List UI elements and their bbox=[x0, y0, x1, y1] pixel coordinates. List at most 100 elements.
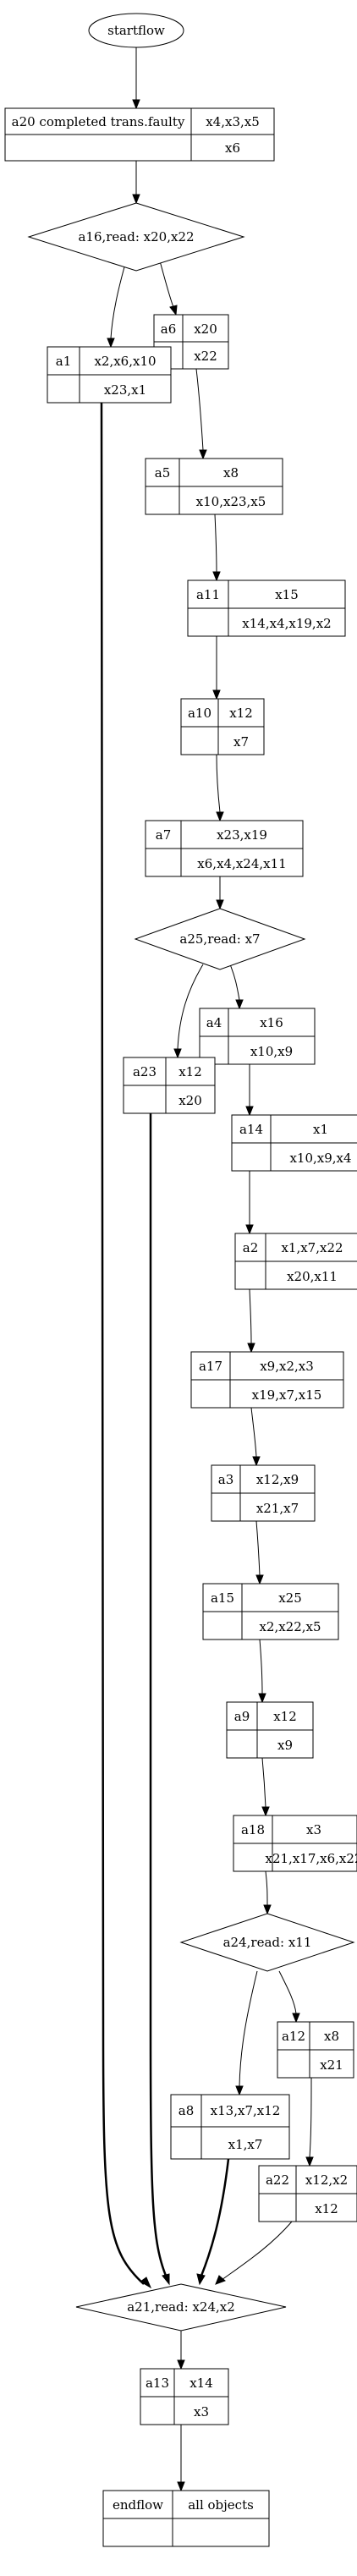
edge-a22-d21 bbox=[221, 2221, 293, 2281]
node-id: a12 bbox=[282, 2029, 305, 2044]
node-a4: a4 x16 x10,x9 bbox=[199, 1008, 316, 1065]
node-top-vars: x12,x9 bbox=[256, 1472, 299, 1487]
start-label: startflow bbox=[107, 23, 165, 38]
arrowhead bbox=[177, 2481, 185, 2492]
arrowhead bbox=[255, 1574, 264, 1585]
edge-a23-d21 bbox=[149, 1113, 168, 2277]
node-id: a4 bbox=[206, 1015, 222, 1030]
node-bottom-vars: x1,x7 bbox=[228, 2137, 263, 2152]
node-bottom-vars: x20 bbox=[178, 1093, 202, 1108]
node-top-vars: x2,x6,x10 bbox=[94, 354, 156, 369]
node-top-vars: x1 bbox=[313, 1122, 328, 1137]
arrowhead bbox=[252, 1456, 261, 1467]
edge-a5-a11 bbox=[214, 514, 217, 573]
node-bottom-vars: x6 bbox=[225, 140, 240, 156]
node-top-vars: x12 bbox=[273, 1709, 297, 1724]
decision-a24: a24,read: x11 bbox=[179, 1913, 355, 1972]
node-top-vars: all objects bbox=[188, 2497, 254, 2513]
edge-d16-a1 bbox=[110, 257, 128, 339]
node-a14: a14 x1 x10,x9,x4 bbox=[231, 1114, 357, 1172]
decision-label: a16,read: x20,x22 bbox=[78, 229, 194, 244]
node-id: a1 bbox=[56, 354, 72, 369]
node-bottom-vars: x19,x7,x15 bbox=[252, 1387, 322, 1403]
node-a11: a11 x15 x14,x4,x19,x2 bbox=[187, 579, 346, 637]
node-a18: a18 x3 x21,x17,x6,x22 bbox=[233, 1815, 357, 1872]
node-a20: a20 completed trans.faulty x4,x3,x5 x6 bbox=[4, 107, 275, 162]
edge-d25-a23 bbox=[177, 964, 204, 1050]
node-bottom-vars: x22 bbox=[194, 349, 217, 364]
edge-a8-d21 bbox=[200, 2158, 230, 2277]
node-id: a2 bbox=[243, 1240, 259, 1255]
edge-a3-a15 bbox=[255, 1520, 261, 1576]
node-top-vars: x20 bbox=[194, 321, 217, 337]
arrowhead bbox=[162, 2273, 170, 2286]
node-top-vars: x14 bbox=[189, 2376, 213, 2391]
node-a5: a5 x8 x10,x23,x5 bbox=[145, 458, 283, 515]
node-a2: a2 x1,x7,x22 x20,x11 bbox=[234, 1233, 357, 1290]
arrowhead bbox=[132, 99, 140, 110]
node-bottom-vars: x23,x1 bbox=[104, 382, 146, 398]
node-id: a3 bbox=[218, 1472, 234, 1487]
decision-a16: a16,read: x20,x22 bbox=[27, 202, 245, 272]
decision-a21: a21,read: x24,x2 bbox=[75, 2283, 287, 2332]
edge-a1-d21 bbox=[100, 402, 145, 2285]
node-a13: a13 x14 x3 bbox=[140, 2368, 229, 2425]
arrowhead bbox=[235, 2085, 244, 2096]
node-id: a7 bbox=[156, 827, 172, 843]
arrowhead bbox=[247, 1343, 255, 1354]
node-top-vars: x23,x19 bbox=[217, 827, 267, 843]
arrowhead bbox=[212, 689, 221, 700]
node-top-vars: x12,x2 bbox=[305, 2172, 348, 2188]
arrowhead bbox=[173, 1048, 182, 1059]
edge-a15-a9 bbox=[259, 1639, 263, 1694]
arrowhead bbox=[216, 811, 224, 822]
node-top-vars: x8 bbox=[223, 465, 239, 481]
node-id: a14 bbox=[239, 1122, 263, 1137]
arrowhead bbox=[212, 571, 221, 582]
node-a22: a22 x12,x2 x12 bbox=[258, 2165, 357, 2222]
node-bottom-vars: x14,x4,x19,x2 bbox=[242, 616, 331, 631]
node-a10: a10 x12 x7 bbox=[180, 698, 265, 755]
edge-a9-a18 bbox=[261, 1757, 266, 1808]
node-id: a15 bbox=[211, 1590, 234, 1606]
node-bottom-vars: x20,x11 bbox=[287, 1269, 338, 1284]
node-top-vars: x8 bbox=[324, 2029, 339, 2044]
edge-d25-a4 bbox=[229, 964, 240, 1001]
node-a23: a23 x12 x20 bbox=[123, 1057, 216, 1114]
node-id: a22 bbox=[266, 2172, 289, 2188]
node-top-vars: x4,x3,x5 bbox=[206, 114, 260, 129]
node-id: a10 bbox=[188, 706, 211, 721]
node-id: a11 bbox=[196, 587, 220, 602]
node-a15: a15 x25 x2,x22,x5 bbox=[202, 1583, 339, 1640]
arrowhead bbox=[196, 2273, 206, 2286]
node-top-vars: x15 bbox=[275, 587, 299, 602]
node-top-vars: x12 bbox=[178, 1064, 202, 1079]
node-id: a8 bbox=[178, 2103, 195, 2118]
decision-label: a21,read: x24,x2 bbox=[127, 2299, 235, 2315]
decision-a25: a25,read: x7 bbox=[134, 908, 306, 970]
arrowhead bbox=[261, 1806, 270, 1817]
node-id: a13 bbox=[146, 2376, 169, 2391]
node-id: endflow bbox=[113, 2497, 163, 2513]
edge-d24-a8 bbox=[239, 1970, 258, 2087]
arrowhead bbox=[235, 999, 244, 1010]
arrowhead bbox=[215, 2275, 226, 2285]
arrowhead bbox=[216, 899, 224, 910]
node-bottom-vars: x12 bbox=[315, 2201, 338, 2216]
node-top-vars: x12 bbox=[229, 706, 253, 721]
decision-label: a24,read: x11 bbox=[223, 1935, 312, 1950]
arrowhead bbox=[169, 305, 178, 316]
node-a12: a12 x8 x21 bbox=[277, 2021, 354, 2079]
node-id: a6 bbox=[161, 321, 177, 337]
edge-a6-a5 bbox=[195, 368, 204, 451]
node-a8: a8 x13,x7,x12 x1,x7 bbox=[170, 2094, 290, 2160]
node-top-vars: x13,x7,x12 bbox=[211, 2103, 281, 2118]
node-bottom-vars: x21 bbox=[320, 2057, 343, 2073]
edge-a2-a17 bbox=[249, 1288, 252, 1344]
node-id: a17 bbox=[199, 1359, 222, 1374]
node-bottom-vars: x10,x9 bbox=[250, 1044, 293, 1059]
decision-label: a25,read: x7 bbox=[179, 931, 260, 947]
edges bbox=[100, 47, 314, 2492]
node-top-vars: x1,x7,x22 bbox=[281, 1240, 343, 1255]
